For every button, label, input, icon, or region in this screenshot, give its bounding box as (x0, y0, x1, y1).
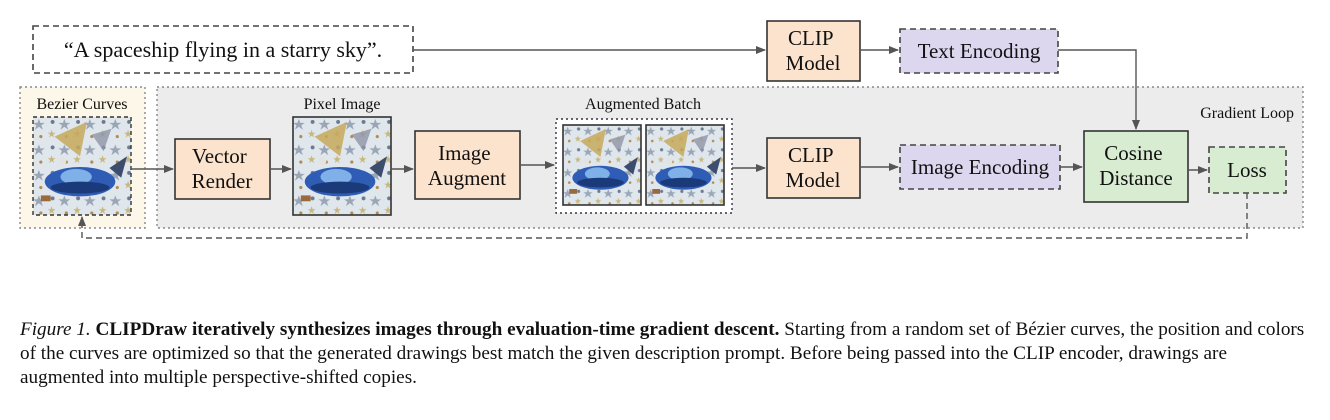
clip-model-bottom-box (766, 137, 861, 199)
image-augment-line2: Augment (428, 166, 506, 190)
augmented-image-2 (645, 124, 725, 206)
prompt-box (32, 25, 414, 74)
gradient-loop-label: Gradient Loop (1200, 105, 1294, 122)
svg-text:Vector Render: Vector Render (192, 144, 253, 193)
pixel-image-label: Pixel Image (304, 96, 381, 113)
bezier-curves-label: Bezier Curves (36, 96, 127, 113)
figure-caption: Figure 1. CLIPDraw iteratively synthesiz… (20, 318, 1315, 390)
loss-label: Loss (1227, 158, 1267, 182)
svg-text:Image Augment: Image Augment (428, 141, 506, 190)
pixel-image (292, 116, 392, 216)
cosine-distance-box (1083, 130, 1189, 203)
cosine-distance-line2: Distance (1099, 166, 1172, 190)
caption-label: Figure 1. (20, 319, 91, 340)
clip-model-top-box (766, 20, 861, 82)
prompt-text: “A spaceship flying in a starry sky”. (64, 37, 382, 62)
clip-model-bottom-line2: Model (786, 168, 841, 192)
text-encoding-label: Text Encoding (918, 39, 1041, 63)
augmented-batch-label: Augmented Batch (585, 96, 701, 113)
svg-text:CLIP Model: CLIP Model (786, 26, 841, 75)
caption-title: CLIPDraw iteratively synthesizes images … (95, 319, 780, 340)
flow-arrows (78, 46, 1248, 239)
clip-model-bottom-line1: CLIP (788, 143, 833, 167)
cosine-distance-line1: Cosine (1104, 141, 1162, 165)
svg-text:CLIP Model: CLIP Model (786, 143, 841, 192)
bezier-curves-image (32, 116, 132, 216)
caption-body: Starting from a random set of Bézier cur… (20, 319, 1305, 388)
svg-text:Cosine Distance: Cosine Distance (1099, 141, 1172, 190)
vector-render-line2: Render (192, 169, 253, 193)
augmented-image-1 (562, 124, 642, 206)
text-encoding-box (899, 28, 1059, 74)
image-encoding-box (899, 144, 1061, 190)
image-encoding-label: Image Encoding (911, 155, 1050, 179)
vector-render-line1: Vector (192, 144, 247, 168)
clip-model-top-line2: Model (786, 51, 841, 75)
image-augment-line1: Image (438, 141, 490, 165)
clipdraw-diagram: Gradient Loop Bezier Curves “A spaceship… (19, 20, 1304, 239)
clip-model-top-line1: CLIP (788, 26, 833, 50)
